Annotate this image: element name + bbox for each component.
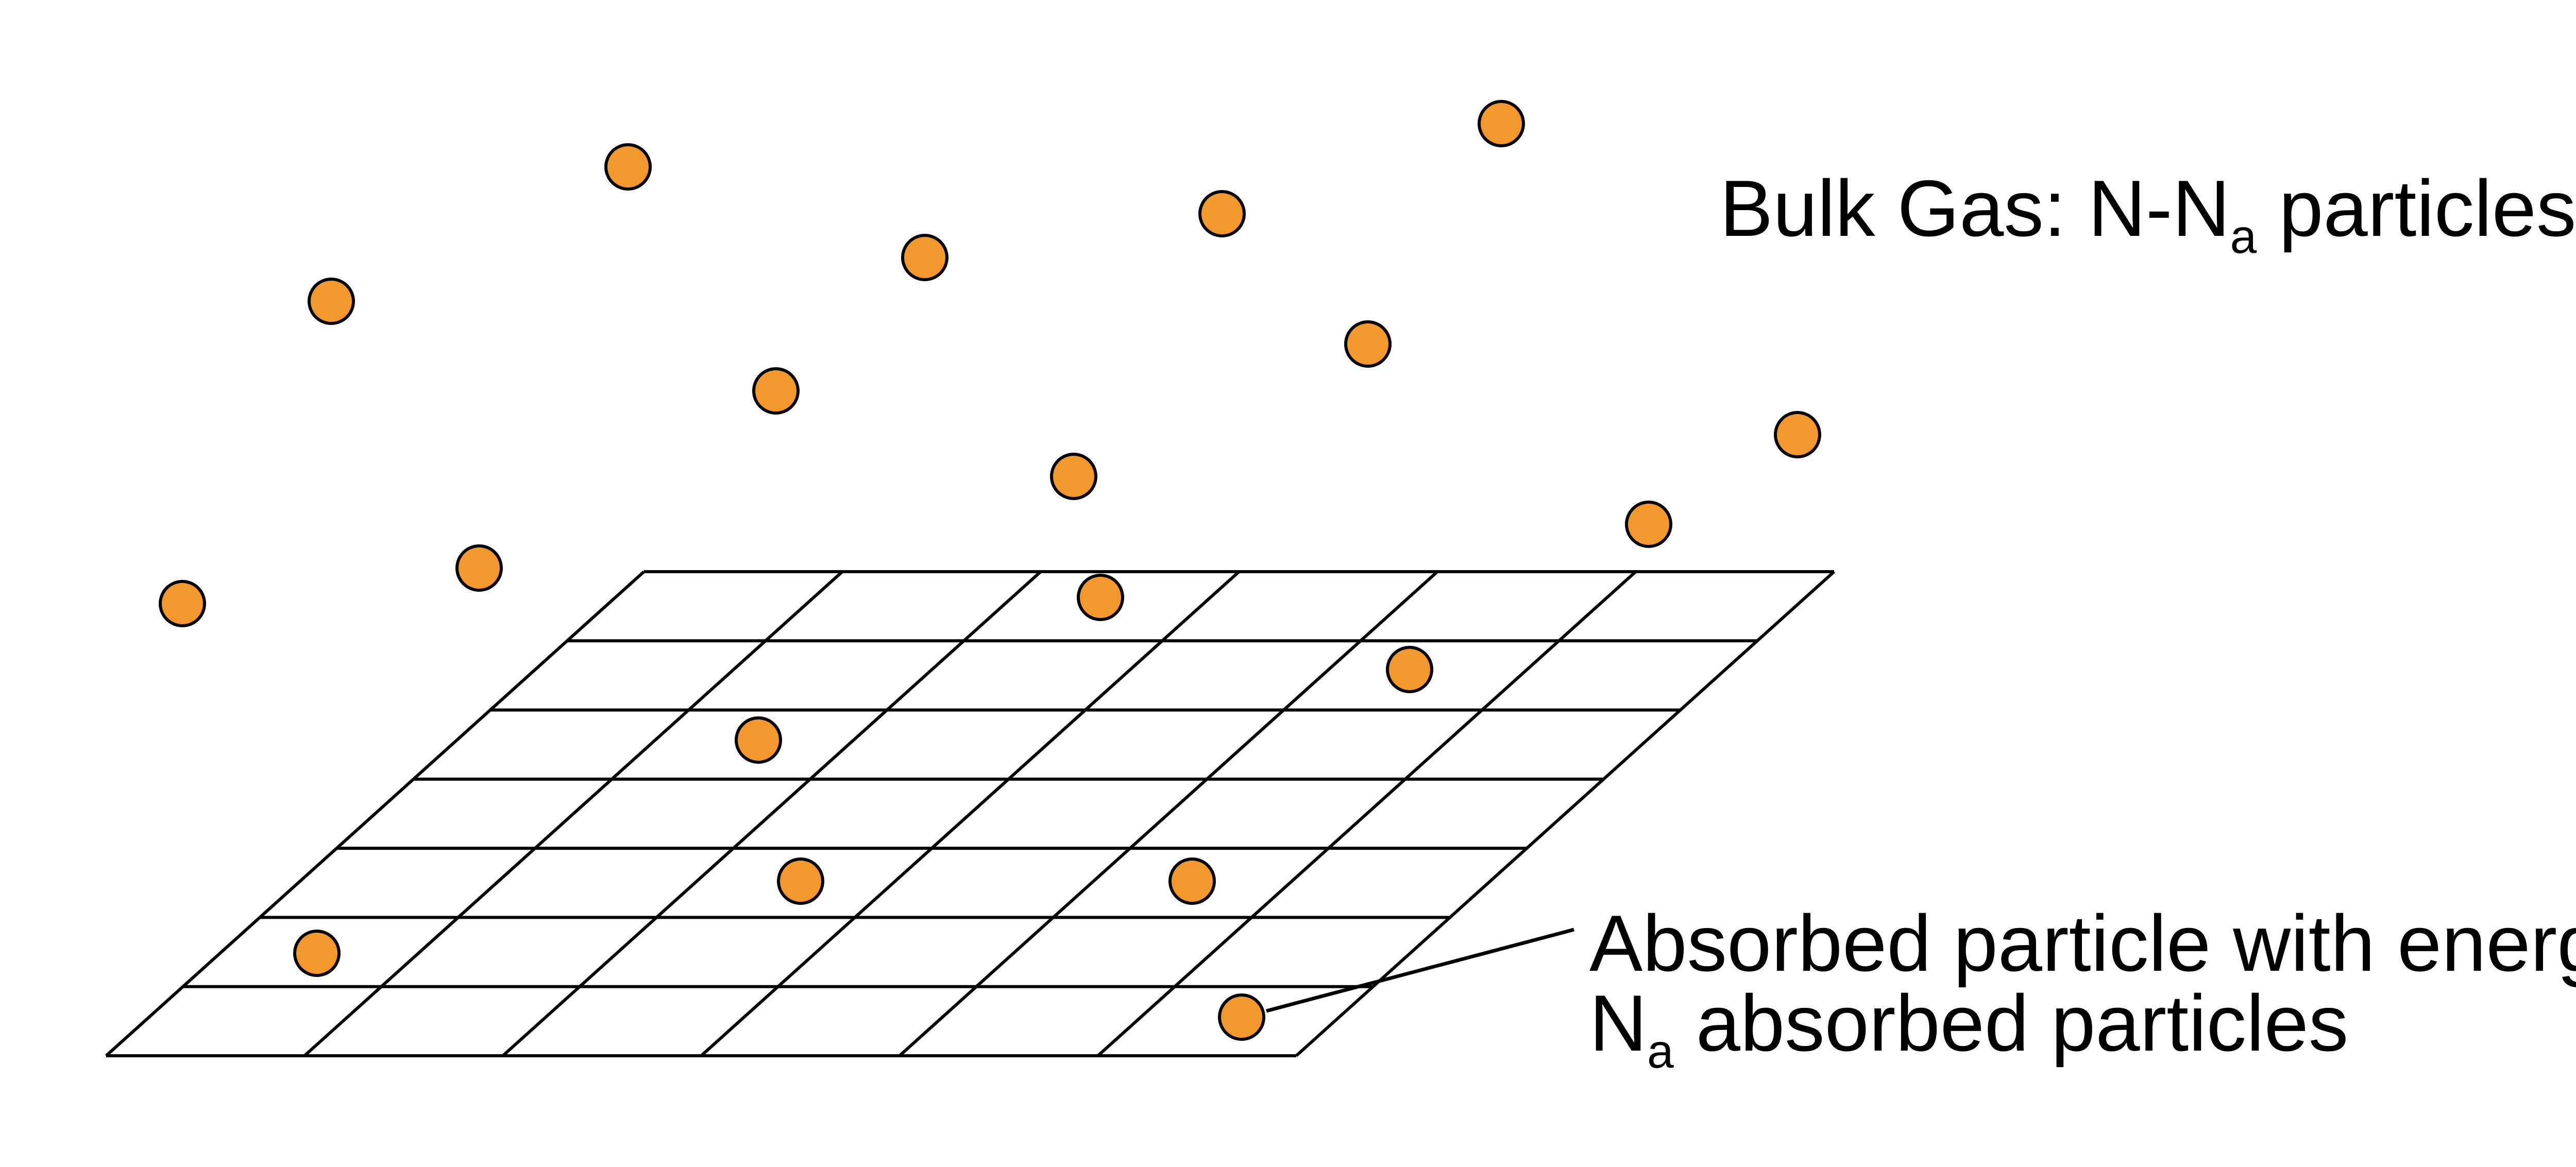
bulk-gas-text-after: particles [2257, 164, 2576, 253]
gas-particle [1625, 501, 1672, 548]
absorbed-label-line2: Na absorbed particles [1589, 983, 2576, 1075]
gas-particle [901, 234, 948, 281]
grid-slanted-line [303, 570, 844, 1057]
gas-particle [1198, 190, 1246, 237]
grid-slanted-line [1096, 570, 1637, 1057]
absorbed-line2-subscript: a [1647, 1024, 1674, 1078]
absorbed-particle [293, 930, 341, 977]
absorbed-particle [1077, 574, 1124, 621]
gas-particle [308, 278, 355, 325]
gas-particle [1344, 320, 1392, 368]
gas-particle [159, 580, 206, 627]
gas-particle [1050, 453, 1097, 500]
gas-particle [1774, 411, 1821, 458]
absorbed-particle [735, 716, 782, 764]
absorbed-line2-text-after: absorbed particles [1673, 979, 2349, 1068]
absorbed-line1-text: Absorbed particle with energy ε [1589, 899, 2576, 988]
grid-slanted-line [105, 570, 646, 1057]
absorbed-particle [1168, 857, 1216, 905]
absorbed-line2-text: N [1589, 979, 1647, 1068]
gas-particle [752, 367, 800, 415]
absorbed-particle [777, 857, 824, 905]
absorbed-label-line1: Absorbed particle with energy εa [1589, 903, 2576, 983]
absorbed-particle [1218, 993, 1265, 1041]
gas-particle [604, 143, 652, 191]
bulk-gas-subscript: a [2230, 210, 2257, 264]
leader-line [1266, 928, 1574, 1013]
grid-slanted-line [1295, 570, 1836, 1057]
grid-slanted-line [700, 570, 1241, 1057]
absorbed-particle [1386, 646, 1433, 693]
gas-particle [1478, 100, 1525, 147]
bulk-gas-label: Bulk Gas: N-Na particles [1720, 168, 2576, 261]
gas-particle [455, 544, 503, 592]
bulk-gas-text: Bulk Gas: N-N [1720, 164, 2230, 253]
grid-slanted-line [898, 570, 1439, 1057]
grid-slanted-line [501, 570, 1042, 1057]
absorbed-particles-label: Absorbed particle with energy εa Na abso… [1589, 903, 2576, 1075]
